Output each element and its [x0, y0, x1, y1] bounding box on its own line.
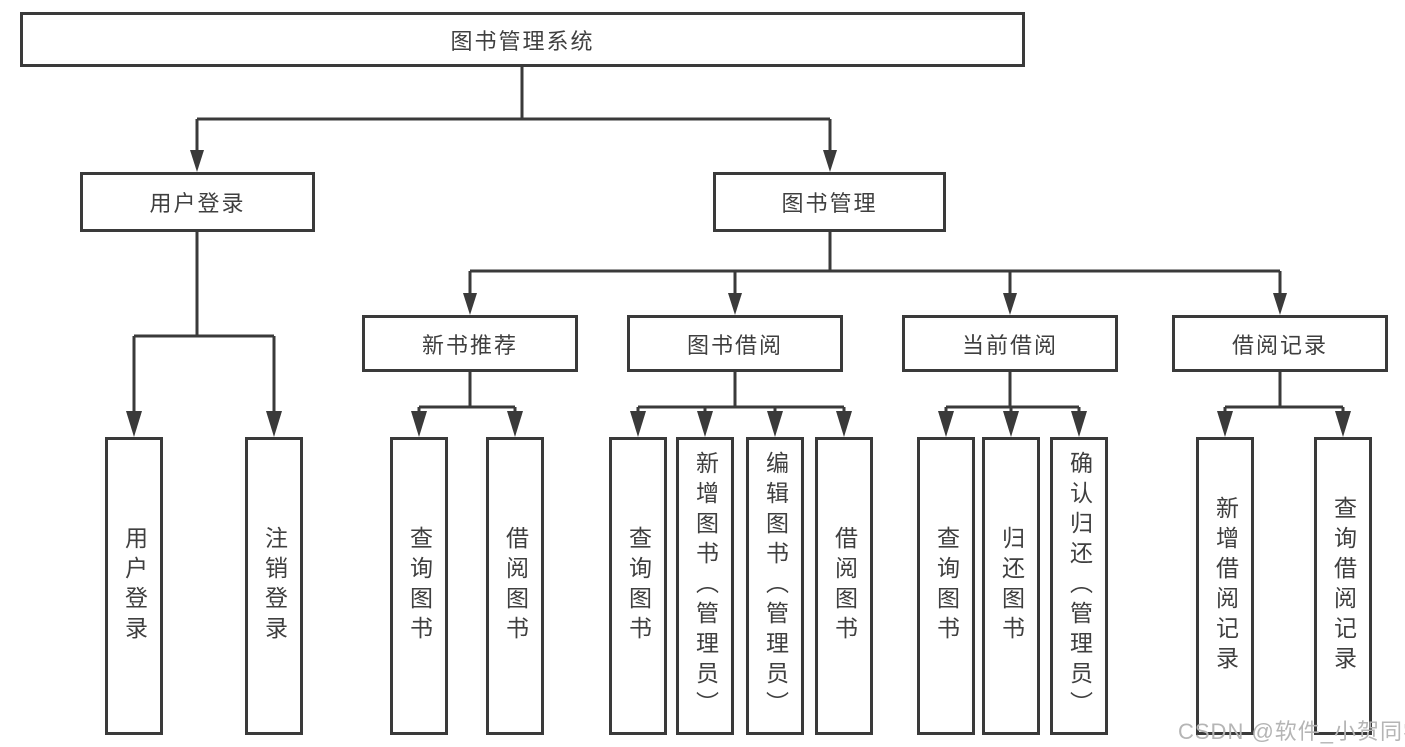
arrow-down-icon [1335, 411, 1351, 437]
node-borrow-records: 借阅记录 [1172, 315, 1388, 372]
leaf-user-login-label: 用户登录 [121, 526, 148, 646]
arrow-down-icon [1273, 293, 1287, 315]
connector-user-login-to-leaves [132, 232, 276, 413]
leaf-borrow-book-2: 借阅图书 [815, 437, 873, 735]
leaf-return-book-label: 归还图书 [998, 526, 1025, 646]
arrow-down-icon [728, 293, 742, 315]
leaf-add-book-admin: 新增图书（管理员） [676, 437, 734, 735]
arrowhead-down-icons [126, 150, 1351, 437]
leaf-add-borrow-record: 新增借阅记录 [1196, 437, 1254, 735]
leaf-logout: 注销登录 [245, 437, 303, 735]
arrow-down-icon [507, 411, 523, 437]
node-borrow-records-label: 借阅记录 [1231, 332, 1328, 358]
leaf-add-book-admin-label: 新增图书（管理员） [692, 451, 719, 721]
connector-book-borrow-to-leaves [636, 372, 846, 413]
leaf-edit-book-admin: 编辑图书（管理员） [746, 437, 804, 735]
leaf-query-borrow-record: 查询借阅记录 [1314, 437, 1372, 735]
arrow-down-icon [630, 411, 646, 437]
arrow-down-icon [697, 411, 713, 437]
leaf-user-login: 用户登录 [105, 437, 163, 735]
node-new-book-rec-label: 新书推荐 [421, 332, 518, 358]
leaf-query-book-1: 查询图书 [390, 437, 448, 735]
leaf-query-borrow-record-label: 查询借阅记录 [1330, 496, 1357, 676]
arrow-down-icon [767, 411, 783, 437]
node-book-mgmt: 图书管理 [713, 172, 946, 232]
connector-current-borrow-to-leaves [944, 372, 1081, 413]
connector-new-book-rec-to-leaves [417, 372, 517, 413]
leaf-borrow-book-2-label: 借阅图书 [831, 526, 858, 646]
leaf-query-book-2: 查询图书 [609, 437, 667, 735]
node-book-mgmt-label: 图书管理 [781, 191, 878, 216]
arrow-down-icon [190, 150, 204, 172]
arrow-down-icon [463, 293, 477, 315]
connector-book-mgmt-to-level3 [468, 232, 1282, 295]
leaf-query-book-3: 查询图书 [917, 437, 975, 735]
node-new-book-rec: 新书推荐 [362, 315, 578, 372]
leaf-add-borrow-record-label: 新增借阅记录 [1212, 496, 1239, 676]
arrow-down-icon [1003, 411, 1019, 437]
node-user-login: 用户登录 [80, 172, 315, 232]
arrow-down-icon [836, 411, 852, 437]
arrow-down-icon [823, 150, 837, 172]
leaf-return-book: 归还图书 [982, 437, 1040, 735]
arrow-down-icon [126, 411, 142, 437]
leaf-query-book-1-label: 查询图书 [406, 526, 433, 646]
leaf-logout-label: 注销登录 [261, 526, 288, 646]
arrow-down-icon [1003, 293, 1017, 315]
arrow-down-icon [411, 411, 427, 437]
node-current-borrow: 当前借阅 [902, 315, 1118, 372]
node-root-label: 图书管理系统 [450, 28, 595, 54]
leaf-edit-book-admin-label: 编辑图书（管理员） [762, 451, 789, 721]
connector-root-to-level2 [195, 67, 832, 152]
leaf-confirm-return-admin-label: 确认归还（管理员） [1066, 451, 1093, 721]
arrow-down-icon [1217, 411, 1233, 437]
connector-borrow-records-to-leaves [1223, 372, 1345, 413]
leaf-query-book-3-label: 查询图书 [933, 526, 960, 646]
node-book-borrow: 图书借阅 [627, 315, 843, 372]
leaf-confirm-return-admin: 确认归还（管理员） [1050, 437, 1108, 735]
node-user-login-label: 用户登录 [149, 191, 246, 216]
leaf-query-book-2-label: 查询图书 [625, 526, 652, 646]
arrow-down-icon [938, 411, 954, 437]
arrow-down-icon [266, 411, 282, 437]
node-book-borrow-label: 图书借阅 [686, 332, 783, 358]
leaf-borrow-book-1-label: 借阅图书 [502, 526, 529, 646]
arrow-down-icon [1071, 411, 1087, 437]
leaf-borrow-book-1: 借阅图书 [486, 437, 544, 735]
node-current-borrow-label: 当前借阅 [961, 332, 1058, 358]
csdn-watermark: CSDN @软件_小贺同学 [1178, 719, 1405, 744]
node-root: 图书管理系统 [20, 12, 1025, 67]
